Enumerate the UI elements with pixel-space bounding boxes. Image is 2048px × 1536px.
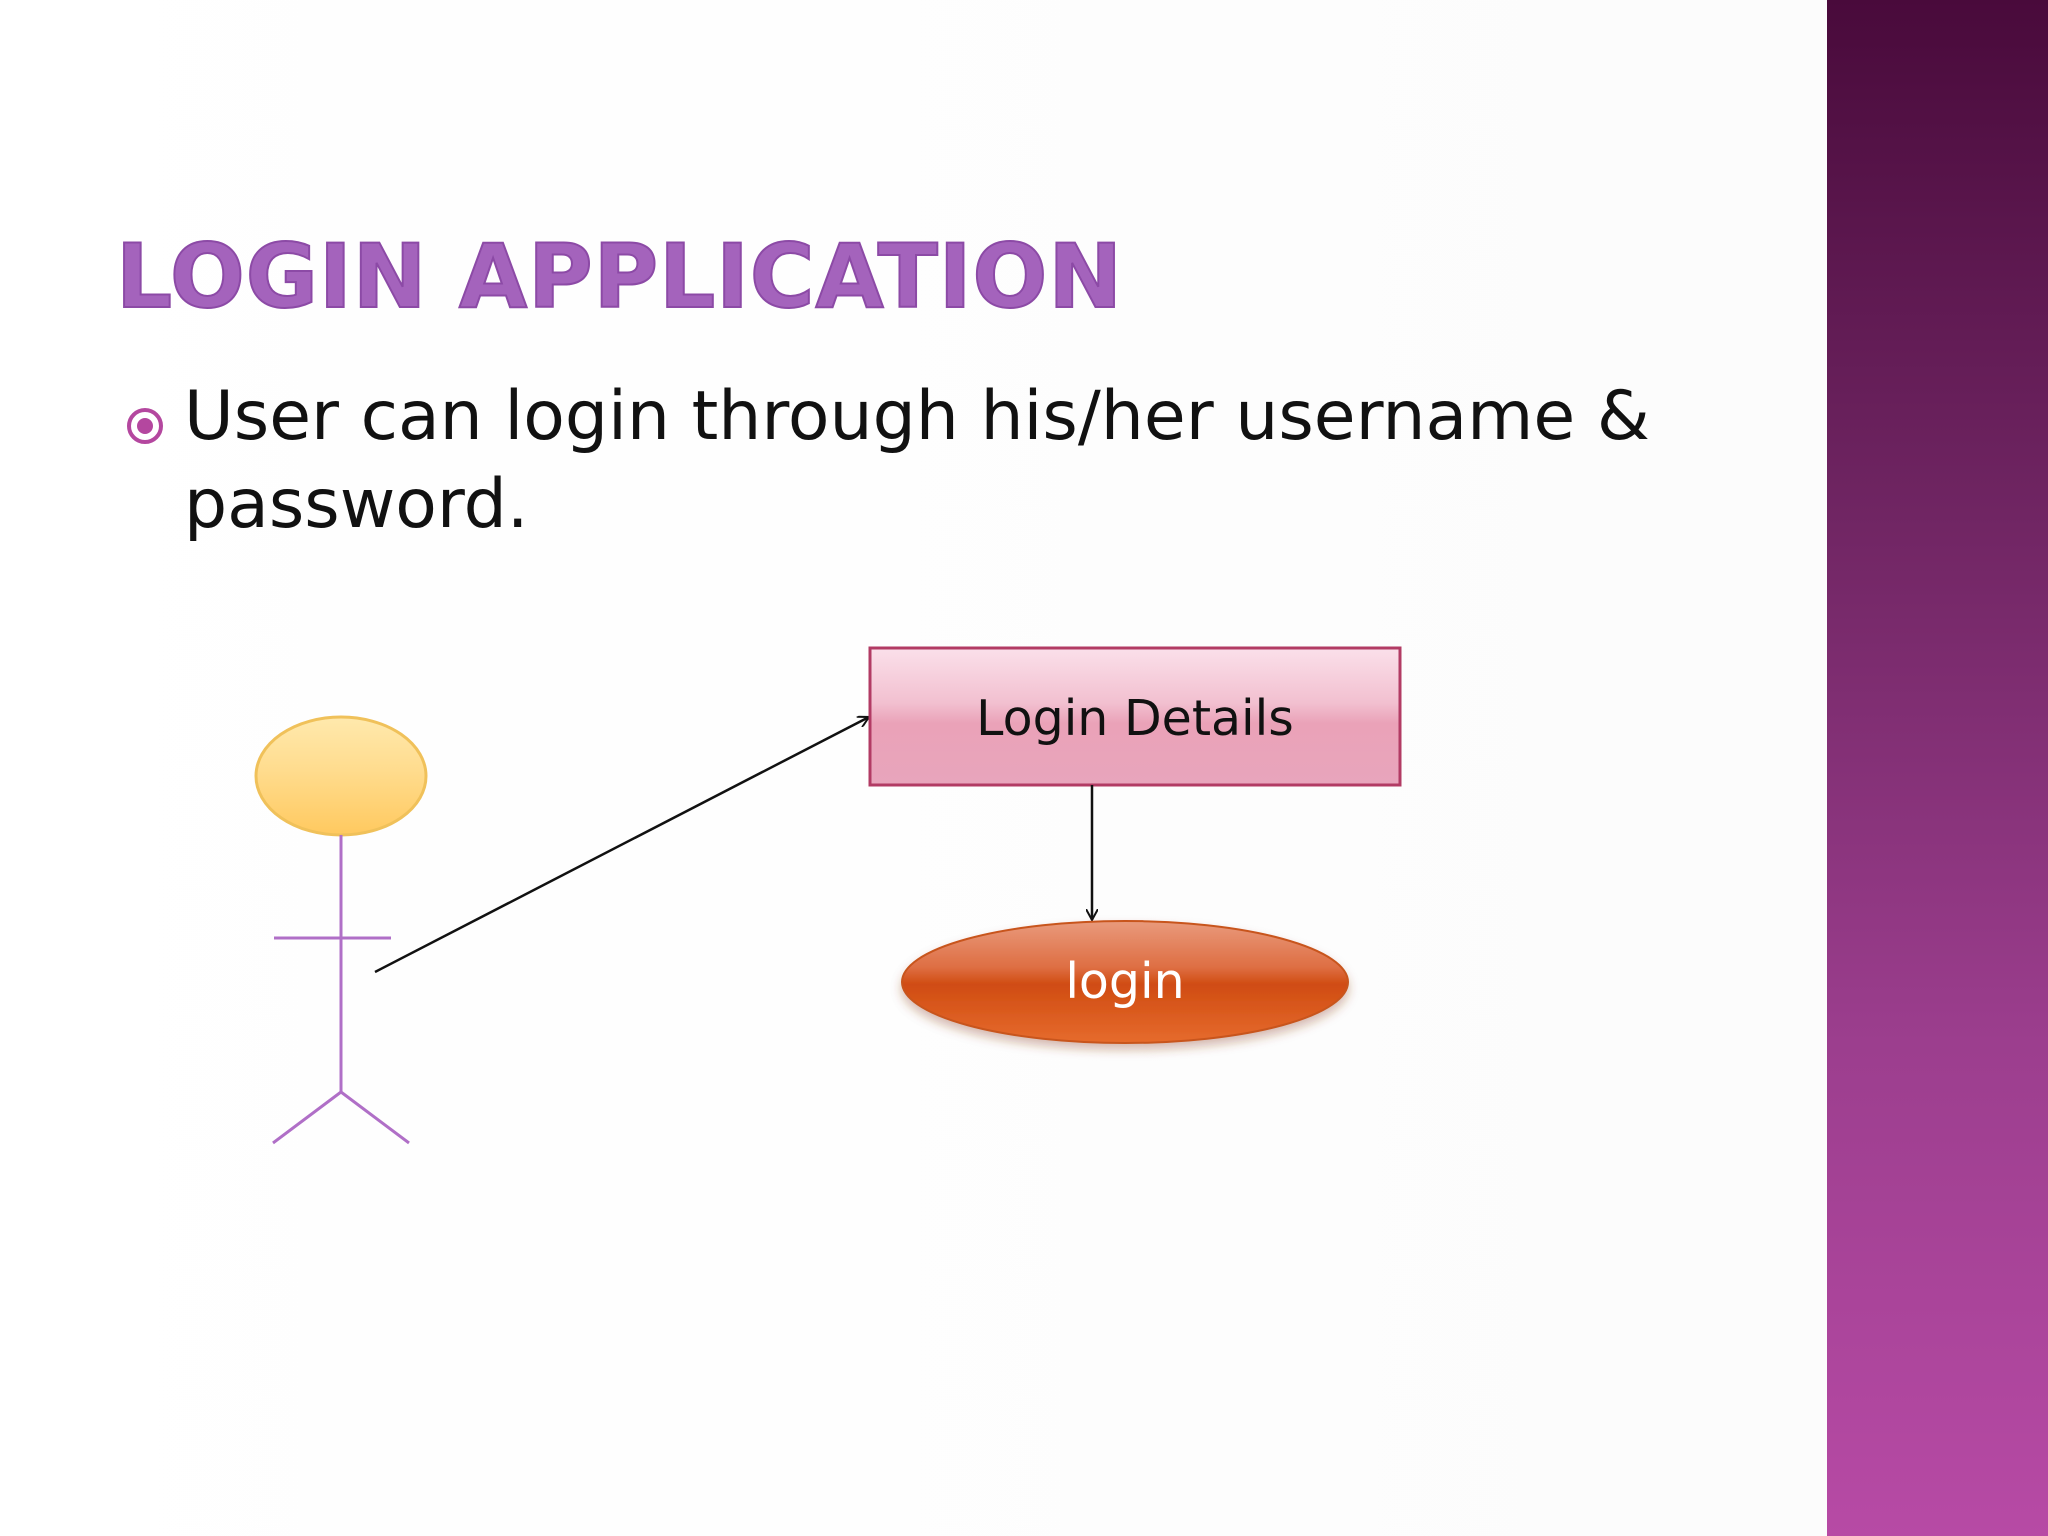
login-use-case-label: login <box>1065 953 1184 1010</box>
login-use-case-diagram: Login Details login <box>254 646 1402 1145</box>
actor-right-leg <box>340 1090 410 1145</box>
bullet-item: User can login through his/her username … <box>124 373 1684 549</box>
login-use-case-ellipse: login <box>901 920 1349 1044</box>
actor-head <box>254 715 428 837</box>
login-details-label: Login Details <box>976 690 1294 747</box>
circle-dot-icon <box>127 408 163 444</box>
actor-left-leg <box>272 1090 342 1145</box>
bullet-text: User can login through his/her username … <box>184 377 1650 544</box>
actor-to-details-arrow <box>374 717 869 974</box>
login-details-box: Login Details <box>868 646 1402 787</box>
side-decorative-band <box>1827 0 2048 1536</box>
slide-title: LOGIN APPLICATION <box>115 224 1123 329</box>
stick-figure-actor-icon <box>254 715 428 1145</box>
